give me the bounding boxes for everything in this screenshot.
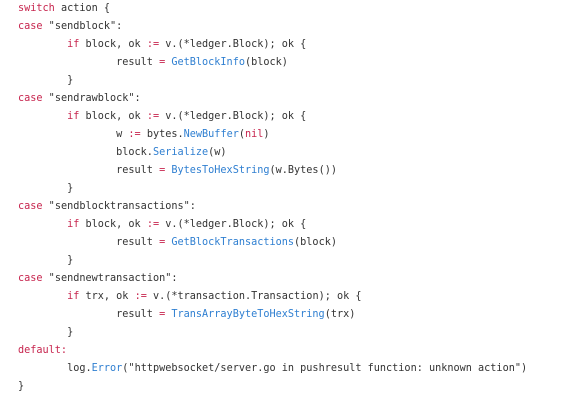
code-text: ) [263,129,270,140]
code-text: ( [238,129,245,140]
code-line: case "sendrawblock": [18,90,141,108]
code-text: v.(*ledger.Block); ok { [159,39,307,50]
code-text: "sendblock": [42,21,123,32]
code-text: } [67,75,74,86]
code-text: bytes. [140,129,184,140]
code-keyword: case [18,93,43,104]
code-text: } [67,327,74,338]
code-line: block.Serialize(w) [18,144,227,162]
code-text: "sendblocktransactions": [42,201,196,212]
code-line: if trx, ok := v.(*transaction.Transactio… [18,288,362,306]
code-indent [18,309,116,320]
code-indent [18,57,116,68]
code-line: result = GetBlockTransactions(block) [18,234,337,252]
code-indent [18,255,67,266]
code-function: Serialize [152,147,209,158]
code-function: GetBlockTransactions [171,237,295,248]
code-keyword: case [18,21,43,32]
code-text: trx, ok [79,291,135,302]
code-line: } [18,180,73,198]
code-text: ("httpwebsocket/server.go in pushresult … [122,363,528,374]
code-keyword: = [159,237,166,248]
code-keyword: = [159,165,166,176]
code-line: result = GetBlockInfo(block) [18,54,288,72]
code-indent [18,183,67,194]
code-text: "sendrawblock": [42,93,141,104]
code-keyword: := [134,291,147,302]
code-text: (w.Bytes()) [269,165,337,176]
code-indent [18,147,116,158]
code-text: w [116,129,129,140]
code-line: log.Error("httpwebsocket/server.go in pu… [18,360,527,378]
code-text: "sendnewtransaction": [42,273,178,284]
code-line: case "sendblocktransactions": [18,198,196,216]
code-keyword: case [18,201,43,212]
code-keyword: := [128,129,141,140]
code-indent [18,291,67,302]
code-line: } [18,252,73,270]
code-keyword: := [146,39,160,50]
code-text: result [116,57,160,68]
code-text: result [116,237,160,248]
code-keyword: if [67,291,80,302]
code-text: result [116,165,160,176]
code-text: v.(*ledger.Block); ok { [159,219,307,230]
code-indent [18,219,67,230]
code-line: } [18,324,73,342]
code-text: block. [116,147,153,158]
code-text: } [18,381,25,392]
code-indent [18,39,67,50]
code-indent [18,129,116,140]
code-line: w := bytes.NewBuffer(nil) [18,126,270,144]
code-line: result = TransArrayByteToHexString(trx) [18,306,355,324]
code-line: if block, ok := v.(*ledger.Block); ok { [18,36,306,54]
code-line: default: [18,342,67,360]
code-text: log. [67,363,92,374]
code-line: switch action { [18,0,110,18]
code-function: GetBlockInfo [171,57,245,68]
code-text: block, ok [79,111,147,122]
code-line: } [18,72,73,90]
code-indent [18,237,116,248]
code-line: case "sendnewtransaction": [18,270,177,288]
code-line: if block, ok := v.(*ledger.Block); ok { [18,216,306,234]
code-line: result = BytesToHexString(w.Bytes()) [18,162,337,180]
code-text: v.(*ledger.Block); ok { [159,111,307,122]
code-function: NewBuffer [183,129,239,140]
code-keyword: switch [18,3,55,14]
code-function: BytesToHexString [171,165,270,176]
code-text: action { [54,3,111,14]
code-line: } [18,378,24,396]
code-text: (trx) [324,309,356,320]
code-text: block, ok [79,39,147,50]
code-indent [18,165,116,176]
code-text: block, ok [79,219,147,230]
code-indent [18,363,67,374]
code-keyword: if [67,111,80,122]
code-keyword: if [67,219,80,230]
code-indent [18,75,67,86]
code-text: (block) [244,57,288,68]
code-text: (w) [208,147,227,158]
code-line: case "sendblock": [18,18,122,36]
code-indent [18,111,67,122]
code-text: v.(*transaction.Transaction); ok { [146,291,362,302]
code-keyword: nil [244,129,264,140]
code-keyword: = [159,57,166,68]
code-keyword: default: [18,345,68,356]
code-function: Error [91,363,123,374]
code-keyword: case [18,273,43,284]
code-keyword: := [146,111,160,122]
code-text: (block) [294,237,337,248]
code-keyword: if [67,39,80,50]
code-function: TransArrayByteToHexString [171,309,325,320]
code-line: if block, ok := v.(*ledger.Block); ok { [18,108,306,126]
code-keyword: := [146,219,160,230]
code-indent [18,327,67,338]
code-text: } [67,183,74,194]
code-keyword: = [159,309,166,320]
code-text: result [116,309,160,320]
code-text: } [67,255,74,266]
